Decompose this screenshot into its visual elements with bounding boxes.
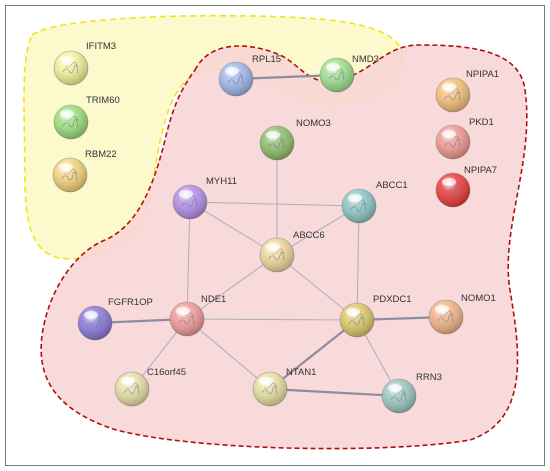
node-abcc1[interactable]: ABCC1 [341,180,408,224]
node-highlight [388,384,402,392]
node-highlight [176,307,190,315]
edge-abcc6-nde1 [186,254,278,320]
node-highlight [326,63,340,71]
node-c16orf45[interactable]: C16orf45 [114,367,186,407]
node-gloss [260,126,294,160]
edge-myh11-abcc1 [189,201,360,207]
edge-myh11-nde1 [186,201,191,320]
edge-nde1-ntan1 [186,318,271,390]
edge-ntan1-rrn3 [269,387,400,398]
node-rpl15[interactable]: RPL15 [218,54,281,97]
node-label: IFITM3 [86,41,116,52]
node-rbm22[interactable]: RBM22 [52,149,117,193]
node-label: ABCC1 [376,180,408,191]
node-gloss [53,158,87,192]
node-highlight [346,308,360,316]
node-highlight [442,130,456,138]
node-gloss [436,173,470,207]
node-gloss [436,78,470,112]
node-gloss [173,185,207,219]
node-highlight [121,377,135,385]
node-highlight [59,163,73,171]
node-trim60[interactable]: TRIM60 [53,95,120,140]
node-gloss [219,62,253,96]
node-label: TRIM60 [86,95,120,106]
node-highlight [348,194,362,202]
node-label: NPIPA7 [464,165,497,176]
node-label: RBM22 [85,149,117,160]
node-gloss [78,306,112,340]
node-label: MYH11 [206,176,237,187]
node-nmd3[interactable]: NMD3 [319,54,379,93]
node-label: RRN3 [416,372,442,383]
node-gloss [342,189,376,223]
node-fgfr1op[interactable]: FGFR1OP [77,297,153,341]
node-highlight [225,67,239,75]
node-highlight [435,305,449,313]
node-gloss [253,372,287,406]
node-gloss [54,51,88,85]
node-gloss [170,302,204,336]
node-ifitm3[interactable]: IFITM3 [53,41,116,86]
node-pkd1[interactable]: PKD1 [435,117,494,160]
node-gloss [115,372,149,406]
node-nde1[interactable]: NDE1 [169,294,226,337]
node-gloss [320,58,354,92]
node-highlight [442,178,456,186]
node-gloss [260,238,294,272]
node-gloss [340,303,374,337]
node-npipa7[interactable]: NPIPA7 [435,165,497,208]
node-ntan1[interactable]: NTAN1 [252,367,316,407]
node-rrn3[interactable]: RRN3 [381,372,442,414]
edge-pdxdc1-ntan1 [269,319,358,390]
node-gloss [429,300,463,334]
node-highlight [84,311,98,319]
node-myh11[interactable]: MYH11 [172,176,237,220]
node-gloss [54,105,88,139]
node-label: NTAN1 [286,367,316,378]
node-highlight [259,377,273,385]
node-gloss [436,125,470,159]
node-label: NOMO1 [461,293,496,304]
node-label: RPL15 [252,54,281,65]
node-label: PKD1 [469,117,494,128]
node-highlight [266,131,280,139]
node-nomo1[interactable]: NOMO1 [428,293,496,335]
node-label: ABCC6 [293,230,325,241]
node-label: NPIPA1 [466,69,499,80]
edge-nde1-pdxdc1 [186,318,358,321]
node-label: PDXDC1 [373,294,412,305]
node-label: FGFR1OP [108,297,153,308]
node-pdxdc1[interactable]: PDXDC1 [339,294,412,338]
node-npipa1[interactable]: NPIPA1 [435,69,499,113]
node-highlight [442,83,456,91]
node-gloss [382,379,416,413]
node-label: NDE1 [201,294,226,305]
node-label: C16orf45 [147,367,186,378]
node-label: NMD3 [352,54,379,65]
node-abcc6[interactable]: ABCC6 [259,230,325,273]
node-highlight [266,243,280,251]
edge-abcc1-pdxdc1 [356,205,360,321]
node-highlight [60,110,74,118]
node-nomo3[interactable]: NOMO3 [259,118,331,161]
node-highlight [179,190,193,198]
node-highlight [60,56,74,64]
node-label: NOMO3 [296,118,331,129]
